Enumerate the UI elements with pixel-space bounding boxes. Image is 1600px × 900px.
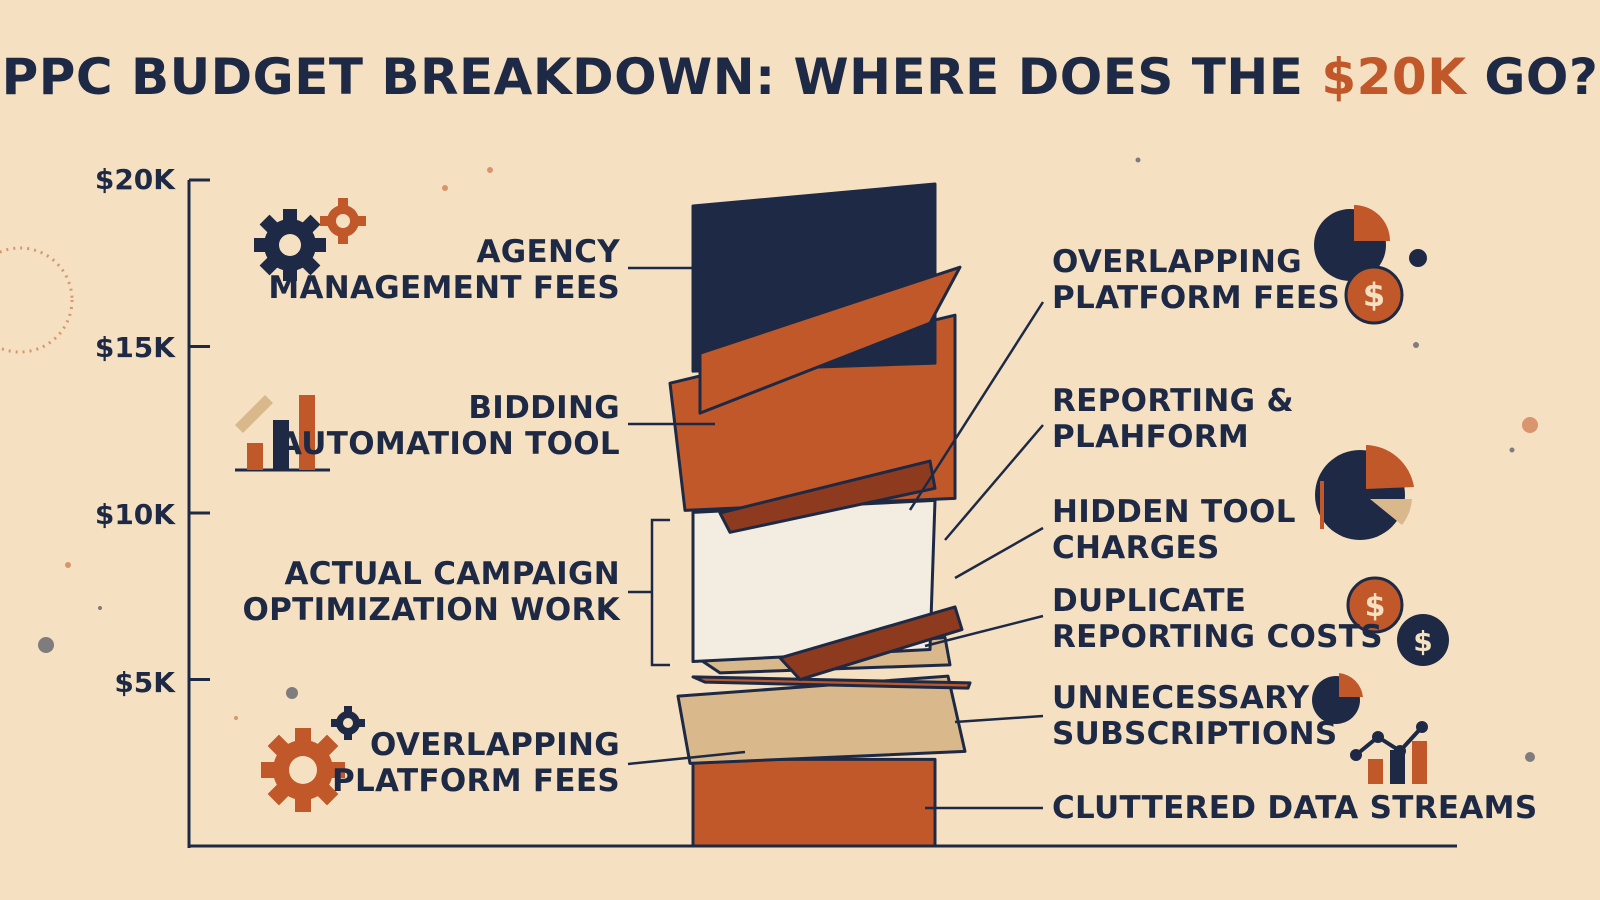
label-reporting-plahform: REPORTING & PLAHFORM — [1052, 383, 1294, 455]
bar-segment-hidden-tool-charges — [778, 605, 964, 682]
label-line: OVERLAPPING — [1052, 244, 1302, 280]
leader-overlap-right — [908, 301, 1045, 511]
leader-hidden — [954, 526, 1044, 580]
title-suffix: GO? — [1466, 48, 1599, 106]
y-tick-label: $20K — [94, 163, 175, 196]
label-line: UNNECESSARY — [1052, 680, 1310, 716]
leader-unnecessary — [954, 714, 1044, 724]
label-line: PLATFORM FEES — [1052, 280, 1341, 316]
dot-icon — [1409, 249, 1427, 267]
leader-actual-bracket — [628, 518, 670, 667]
label-duplicate-reporting-costs: DUPLICATE REPORTING COSTS — [1052, 583, 1383, 655]
label-overlapping-platform-fees-left: OVERLAPPING PLATFORM FEES — [332, 727, 620, 799]
label-bidding-automation-tool: BIDDING AUTOMATION TOOL — [278, 390, 620, 462]
label-unnecessary-subscriptions: UNNECESSARY SUBSCRIPTIONS — [1052, 680, 1338, 752]
label-line: CHARGES — [1052, 530, 1220, 566]
dollar-symbol: $ — [1365, 589, 1386, 624]
decor-dots — [0, 157, 1538, 762]
label-line: ACTUAL CAMPAIGN — [284, 556, 620, 592]
leader-duplicate — [924, 614, 1044, 648]
label-cluttered-data-streams: CLUTTERED DATA STREAMS — [1052, 790, 1537, 826]
bar-chart-hammer-icon — [235, 395, 330, 472]
bar-segment-unnecessary-subscriptions — [691, 675, 972, 690]
bar-segment-overlapping-platform-fees — [698, 265, 962, 415]
dollar-symbol: $ — [1413, 625, 1432, 658]
y-tick-label: $15K — [94, 331, 175, 364]
label-overlapping-platform-fees-right: OVERLAPPING PLATFORM FEES — [1052, 244, 1340, 316]
label-line: BIDDING — [468, 390, 620, 426]
bar-segments — [668, 182, 972, 848]
bar-segment-cluttered-data-streams — [691, 757, 937, 848]
y-tick-label: $5K — [114, 666, 175, 699]
label-line: CLUTTERED DATA STREAMS — [1052, 790, 1538, 826]
y-tick-label: $10K — [94, 498, 175, 531]
title-text: PPC BUDGET BREAKDOWN: WHERE DOES THE — [1, 48, 1322, 106]
leader-lines — [627, 266, 1045, 810]
label-agency-management-fees: AGENCY MANAGEMENT FEES — [268, 234, 620, 306]
label-line: MANAGEMENT FEES — [268, 270, 620, 306]
label-hidden-tool-charges: HIDDEN TOOL CHARGES — [1052, 494, 1296, 566]
label-actual-campaign-optimization: ACTUAL CAMPAIGN OPTIMIZATION WORK — [242, 556, 620, 628]
y-ticks — [189, 178, 210, 681]
label-line: AGENCY — [476, 234, 620, 270]
label-line: AUTOMATION TOOL — [277, 426, 620, 462]
leader-overlap-left — [627, 750, 746, 766]
dollar-symbol: $ — [1363, 276, 1385, 314]
label-line: DUPLICATE — [1052, 583, 1247, 619]
title-highlight: $20K — [1321, 48, 1467, 106]
label-line: OVERLAPPING — [370, 727, 620, 763]
label-line: REPORTING & — [1052, 383, 1294, 419]
label-line: REPORTING COSTS — [1052, 619, 1383, 655]
gears-icon — [261, 706, 365, 812]
pie-chart-icon — [1315, 445, 1414, 540]
label-line: SUBSCRIPTIONS — [1052, 716, 1338, 752]
label-line: HIDDEN TOOL — [1052, 494, 1296, 530]
dollar-coins-icon: $ $ — [1346, 576, 1449, 666]
page-title: PPC BUDGET BREAKDOWN: WHERE DOES THE $20… — [0, 48, 1600, 106]
bar-segment-reporting-plahform — [718, 459, 937, 534]
label-line: PLAHFORM — [1052, 419, 1250, 455]
leader-reporting — [944, 424, 1044, 541]
label-line: PLATFORM FEES — [331, 763, 620, 799]
pie-line-chart-icon — [1312, 673, 1428, 784]
label-line: OPTIMIZATION WORK — [242, 592, 620, 628]
bar-segment-overlapping-platform-fees — [676, 674, 967, 765]
pie-dollar-icon: $ — [1314, 205, 1404, 325]
